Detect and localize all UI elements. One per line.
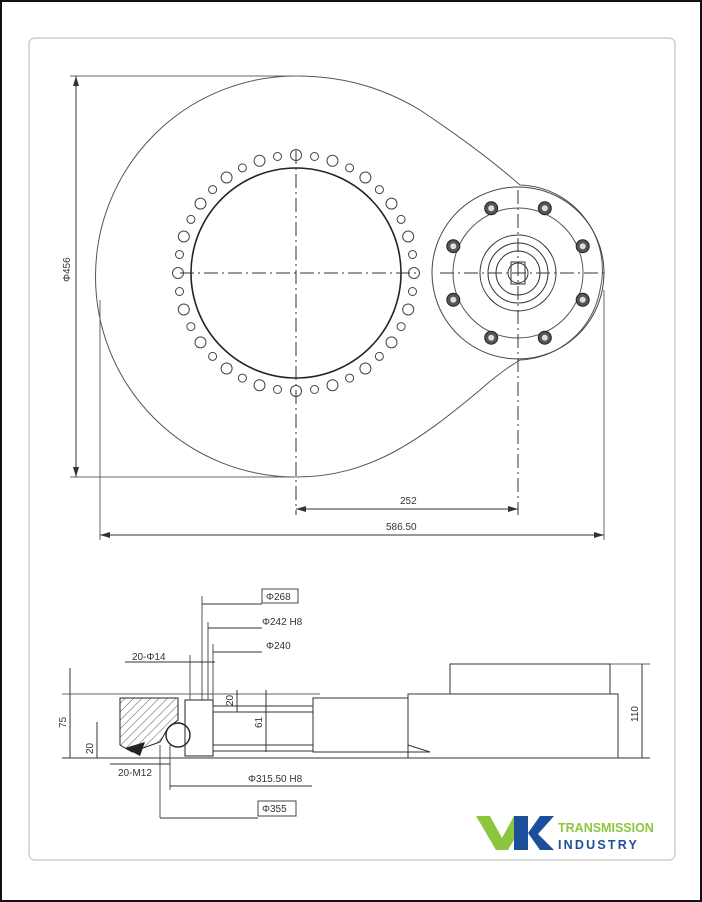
bolt-hole xyxy=(385,336,398,349)
ball xyxy=(165,722,191,748)
logo-line2: INDUSTRY xyxy=(558,838,639,852)
bolt-hole xyxy=(402,230,415,243)
bolt-hole xyxy=(208,351,218,361)
dim586-arrow-l xyxy=(100,532,110,538)
housing-outline xyxy=(95,75,603,478)
outer-ring-section xyxy=(119,697,179,753)
bolt-hole xyxy=(175,250,184,259)
bolt-hole xyxy=(172,267,184,279)
dim20-top-label: 20 xyxy=(225,694,236,706)
flange-bolt xyxy=(446,292,461,307)
bolt-hole xyxy=(396,214,406,224)
bolt-hole xyxy=(359,171,372,184)
bolt-hole xyxy=(186,214,196,224)
bolt-hole xyxy=(273,152,282,161)
bolt-hole xyxy=(220,171,233,184)
bolt-hole xyxy=(408,267,420,279)
logo-k-stem xyxy=(514,816,528,850)
flange-bolt xyxy=(446,239,461,254)
bolt-hole xyxy=(310,152,319,161)
flange-bolt-pattern xyxy=(446,201,590,345)
dim252-label: 252 xyxy=(400,496,417,507)
bolt-hole-pattern xyxy=(172,149,420,397)
dim20-left-label: 20 xyxy=(85,742,96,754)
inner-ring-section xyxy=(184,699,214,757)
bolt-hole xyxy=(345,373,355,383)
bolt-hole xyxy=(220,362,233,375)
motor-cap xyxy=(449,663,611,695)
thread-label: 20-M12 xyxy=(118,768,152,779)
dim456-label: Φ456 xyxy=(62,257,73,282)
dim252-arrow-l xyxy=(296,506,306,512)
vk-logo: TRANSMISSION INDUSTRY xyxy=(476,816,654,852)
bolt-hole xyxy=(374,351,384,361)
dia242-label: Φ242 H8 xyxy=(262,617,303,628)
bolt-hole xyxy=(326,154,339,167)
bolt-hole xyxy=(408,287,417,296)
logo-line1: TRANSMISSION xyxy=(558,821,654,835)
dim110-label: 110 xyxy=(630,706,641,722)
flange-bolt xyxy=(575,292,590,307)
bolt-hole xyxy=(359,362,372,375)
dim456-arrow-top xyxy=(73,76,79,86)
bolt-hole xyxy=(374,185,384,195)
bolt-hole xyxy=(402,303,415,316)
bolt-hole xyxy=(396,322,406,332)
bolt-hole xyxy=(345,163,355,173)
bolt-hole xyxy=(175,287,184,296)
bolt-hole xyxy=(408,250,417,259)
flange-bolt xyxy=(484,201,499,216)
dim61-label: 61 xyxy=(254,716,265,728)
holes-label: 20-Φ14 xyxy=(132,652,166,663)
housing-body xyxy=(312,697,431,753)
bolt-hole xyxy=(290,385,302,397)
bolt-hole xyxy=(253,154,266,167)
dia315-label: Φ315.50 H8 xyxy=(248,774,303,785)
dim586-label: 586.50 xyxy=(386,522,417,533)
bolt-hole xyxy=(194,336,207,349)
side-view xyxy=(62,596,650,819)
dim252-arrow-r xyxy=(508,506,518,512)
bolt-hole xyxy=(186,322,196,332)
bolt-hole xyxy=(237,373,247,383)
bolt-hole xyxy=(237,163,247,173)
bolt-hole xyxy=(326,379,339,392)
flange-bolt xyxy=(575,239,590,254)
bolt-hole xyxy=(177,230,190,243)
bolt-hole xyxy=(310,385,319,394)
bolt-hole xyxy=(290,149,302,161)
dim586-arrow-r xyxy=(594,532,604,538)
dim75-label: 75 xyxy=(58,716,69,728)
dia355-label: Φ355 xyxy=(262,804,287,815)
flange-bolt xyxy=(537,330,552,345)
logo-k-arm xyxy=(528,816,554,850)
dia240-label: Φ240 xyxy=(266,641,291,652)
bolt-hole xyxy=(177,303,190,316)
bolt-hole xyxy=(253,379,266,392)
dia268-box xyxy=(261,588,299,604)
seal-detail xyxy=(125,742,145,756)
top-view xyxy=(70,75,605,540)
bolt-hole xyxy=(385,197,398,210)
dia268-label: Φ268 xyxy=(266,592,291,603)
bolt-hole xyxy=(273,385,282,394)
dim456-arrow-bot xyxy=(73,467,79,477)
bolt-hole xyxy=(194,197,207,210)
dia355-box xyxy=(257,800,297,817)
bolt-hole xyxy=(208,185,218,195)
flange-bolt xyxy=(484,330,499,345)
flange-bolt xyxy=(537,201,552,216)
